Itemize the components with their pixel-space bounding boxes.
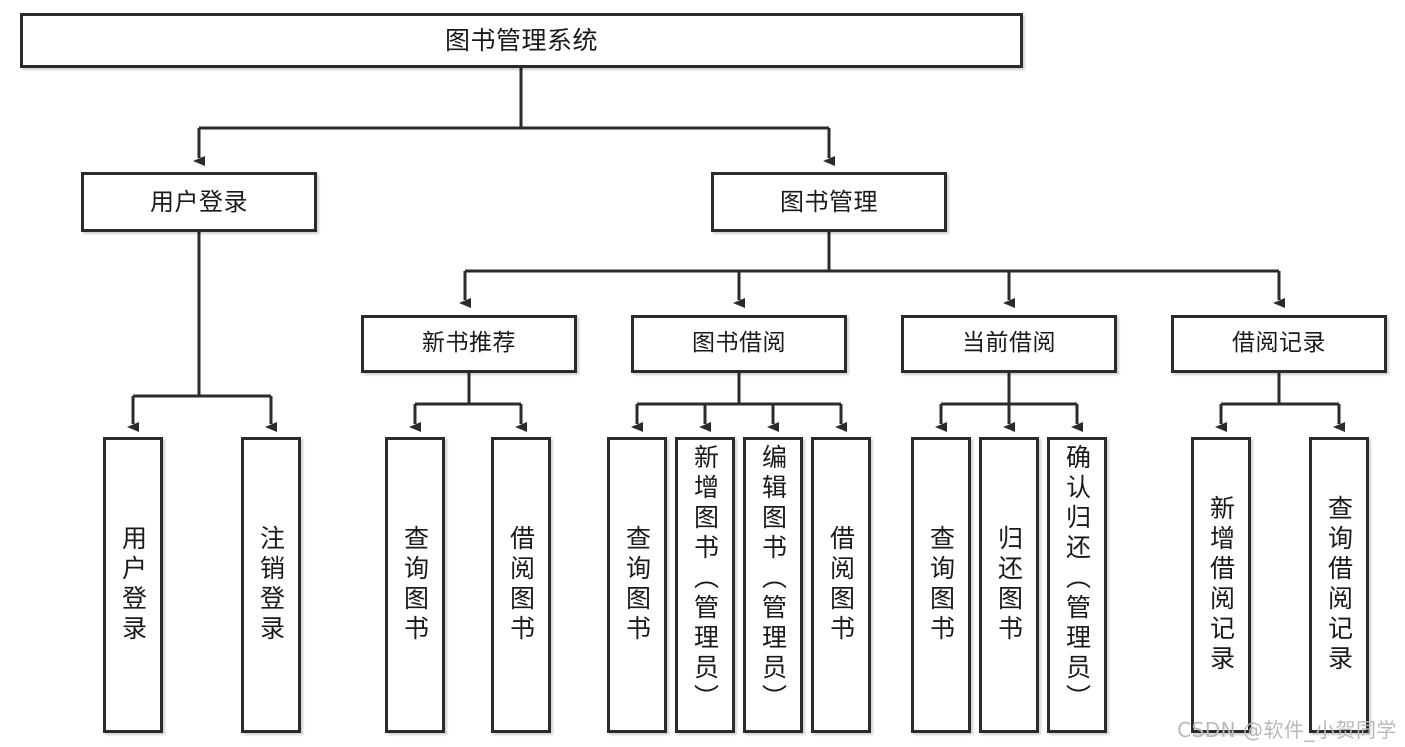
node-new-book-recommend[interactable]: 新书推荐 [361, 315, 577, 373]
node-leaf-query-book-3-label: 查询图书 [926, 525, 956, 645]
node-book-manage-label: 图书管理 [780, 187, 878, 216]
node-leaf-query-book-2-label: 查询图书 [622, 525, 652, 645]
node-book-manage[interactable]: 图书管理 [711, 172, 947, 232]
node-current-borrow-label: 当前借阅 [962, 330, 1056, 357]
node-new-book-recommend-label: 新书推荐 [422, 330, 516, 357]
node-leaf-query-book-2[interactable]: 查询图书 [607, 437, 667, 733]
node-leaf-query-book-1-label: 查询图书 [400, 525, 430, 645]
node-book-borrow-label: 图书借阅 [692, 330, 786, 357]
node-leaf-add-record[interactable]: 新增借阅记录 [1191, 437, 1251, 733]
node-leaf-add-book-label: 新增图书（管理员） [690, 444, 720, 714]
node-leaf-edit-book-label: 编辑图书（管理员） [758, 444, 788, 714]
node-leaf-user-logout-label: 注销登录 [256, 525, 286, 645]
watermark-text: CSDN @软件_小贺同学 [1177, 718, 1397, 742]
node-leaf-confirm-return[interactable]: 确认归还（管理员） [1047, 437, 1107, 733]
node-leaf-add-record-label: 新增借阅记录 [1206, 495, 1236, 675]
node-leaf-query-book-3[interactable]: 查询图书 [911, 437, 971, 733]
node-leaf-user-login-label: 用户登录 [118, 525, 148, 645]
node-leaf-return-book[interactable]: 归还图书 [979, 437, 1039, 733]
node-root-label: 图书管理系统 [444, 25, 598, 55]
node-leaf-query-book-1[interactable]: 查询图书 [385, 437, 445, 733]
node-leaf-add-book[interactable]: 新增图书（管理员） [675, 437, 735, 733]
node-current-borrow[interactable]: 当前借阅 [901, 315, 1117, 373]
node-leaf-user-login[interactable]: 用户登录 [103, 437, 163, 733]
node-leaf-borrow-book-1-label: 借阅图书 [506, 525, 536, 645]
node-leaf-borrow-book-2-label: 借阅图书 [826, 525, 856, 645]
node-leaf-query-record[interactable]: 查询借阅记录 [1309, 437, 1369, 733]
node-leaf-edit-book[interactable]: 编辑图书（管理员） [743, 437, 803, 733]
node-leaf-return-book-label: 归还图书 [994, 525, 1024, 645]
node-book-borrow[interactable]: 图书借阅 [631, 315, 847, 373]
node-user-login-label: 用户登录 [150, 187, 248, 216]
node-leaf-borrow-book-2[interactable]: 借阅图书 [811, 437, 871, 733]
node-leaf-borrow-book-1[interactable]: 借阅图书 [491, 437, 551, 733]
node-leaf-user-logout[interactable]: 注销登录 [241, 437, 301, 733]
node-leaf-query-record-label: 查询借阅记录 [1324, 495, 1354, 675]
node-user-login[interactable]: 用户登录 [81, 172, 317, 232]
node-root[interactable]: 图书管理系统 [20, 13, 1023, 68]
node-borrow-record[interactable]: 借阅记录 [1171, 315, 1387, 373]
node-leaf-confirm-return-label: 确认归还（管理员） [1062, 444, 1092, 714]
node-borrow-record-label: 借阅记录 [1232, 330, 1326, 357]
